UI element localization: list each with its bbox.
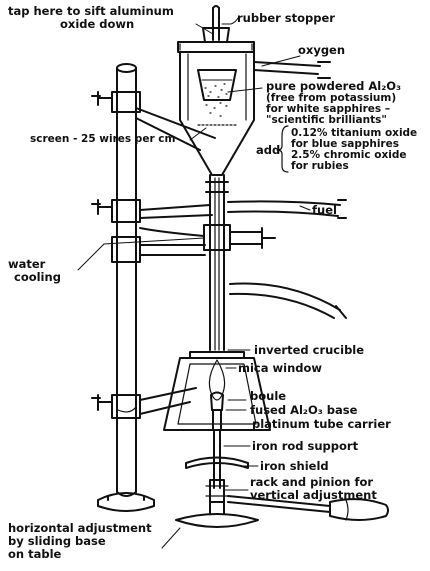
label-horiz-line2: by sliding base	[8, 534, 106, 548]
hopper-lid	[177, 41, 255, 53]
label-fuel: fuel	[312, 203, 337, 217]
label-powder-line2: (free from potassium)	[266, 92, 397, 104]
label-boule: boule	[250, 389, 287, 403]
label-powder-line1: pure powdered Al₂O₃	[266, 79, 402, 93]
flame	[208, 359, 226, 401]
label-rack-line1: rack and pinion for	[250, 475, 374, 489]
label-mica-window: mica window	[238, 361, 323, 375]
stand-base	[97, 492, 155, 512]
label-tap-line1: tap here to sift aluminum	[8, 4, 174, 18]
leader-lines	[77, 17, 311, 549]
furnace	[163, 351, 389, 528]
iron-shield-shape	[185, 456, 249, 469]
cooling-return	[229, 282, 341, 319]
clamp-bottom	[111, 394, 141, 419]
label-add-line4: for rubies	[291, 160, 349, 172]
label-powder-line4: "scientific brilliants"	[266, 114, 387, 126]
clamp-upper	[111, 91, 141, 113]
label-add-line3: 2.5% chromic oxide	[291, 149, 407, 161]
add-brace	[276, 125, 289, 173]
label-rubber-stopper: rubber stopper	[237, 11, 335, 25]
label-tap-line2: oxide down	[60, 17, 135, 31]
fuel-pipe	[227, 200, 341, 217]
platinum-tube	[212, 409, 222, 431]
stand-pole-top	[116, 63, 137, 73]
label-screen: screen - 25 wires per cm	[30, 133, 176, 145]
rack-pinion	[209, 479, 225, 503]
label-horiz-line3: on table	[8, 547, 62, 561]
label-add-line2: for blue sapphires	[291, 138, 399, 150]
label-horiz-line1: horizontal adjustment	[8, 521, 152, 535]
furnace-shell	[163, 357, 271, 431]
stand-pole	[116, 67, 137, 493]
label-iron-rod: iron rod support	[252, 439, 359, 453]
label-powder-line3: for white sapphires –	[266, 103, 391, 115]
label-water-line1: water	[8, 257, 46, 271]
powder-hopper	[177, 5, 331, 176]
oxygen-inlet	[253, 61, 321, 75]
label-add-line1: 0.12% titanium oxide	[291, 127, 418, 139]
tap-rod	[212, 7, 220, 41]
burner-tube	[139, 174, 347, 351]
powder-dots	[204, 83, 228, 117]
adjust-handle	[227, 495, 331, 513]
iron-rod	[213, 429, 221, 489]
label-inverted-crucible: inverted crucible	[254, 343, 365, 357]
sliding-base	[175, 513, 259, 528]
label-water-line2: cooling	[14, 270, 61, 284]
label-fused-base: fused Al₂O₃ base	[250, 403, 358, 417]
hopper-inner-cup	[197, 69, 237, 101]
label-add: add	[256, 143, 281, 157]
water-jacket	[203, 224, 231, 251]
label-iron-shield: iron shield	[260, 459, 329, 473]
boule-shape	[210, 391, 224, 411]
clamp-lower	[111, 236, 141, 263]
clamp-middle	[111, 199, 141, 223]
label-rack-line2: vertical adjustment	[250, 488, 377, 502]
support-stand	[91, 63, 216, 512]
label-oxygen: oxygen	[298, 43, 346, 57]
label-platinum-tube: platinum tube carrier	[252, 417, 391, 431]
hopper-body	[179, 51, 255, 176]
